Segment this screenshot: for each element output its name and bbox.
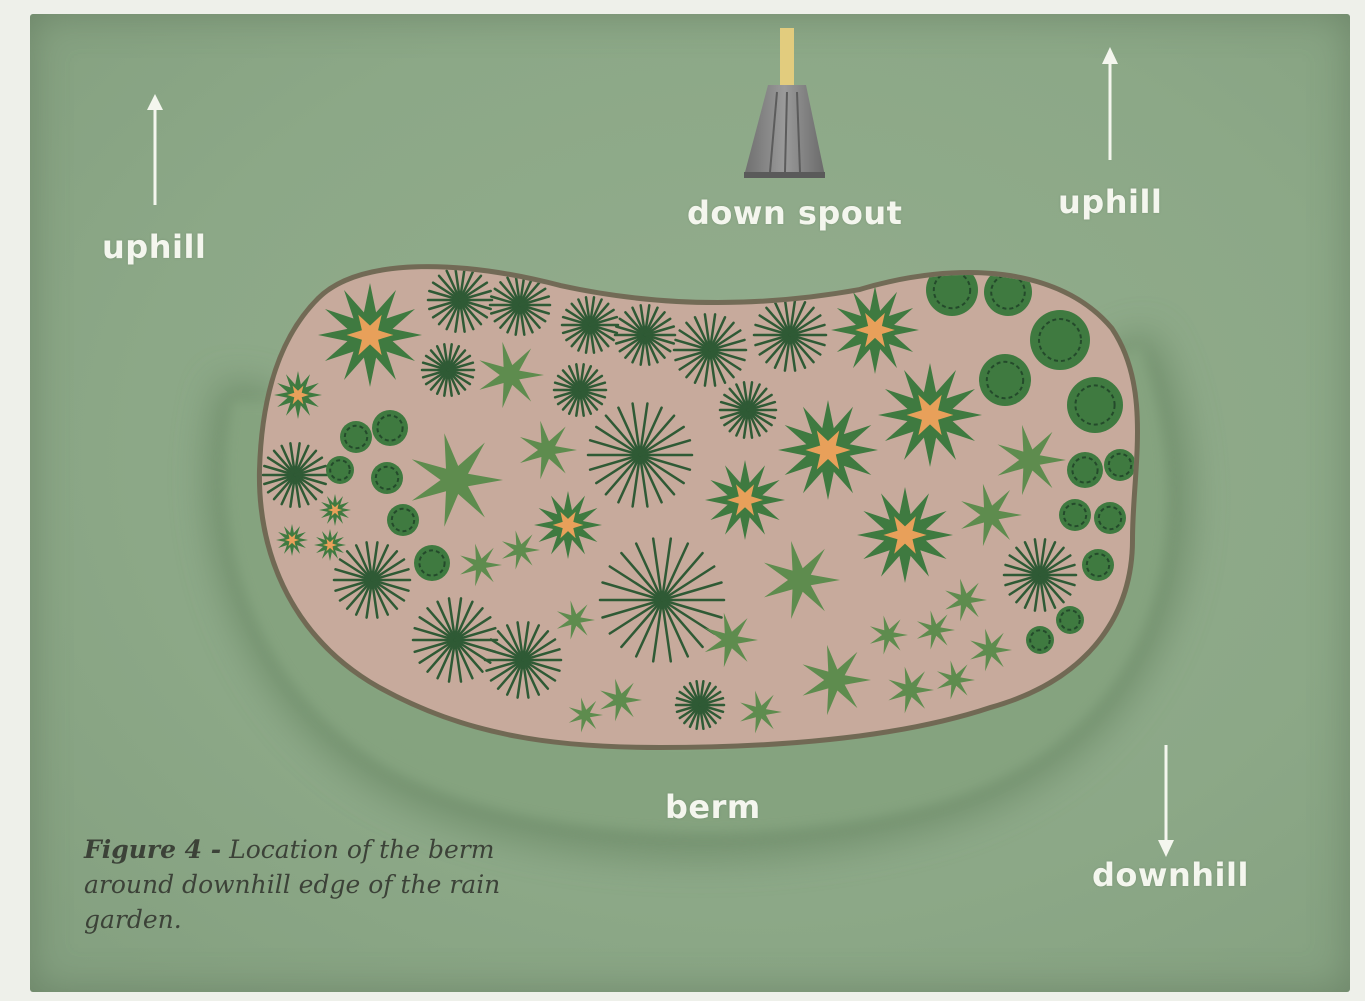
figure-caption: Figure 4 - Location of the berm around d… xyxy=(84,832,514,937)
down-spout-label: down spout xyxy=(687,194,902,232)
uphill-label-left: uphill xyxy=(102,228,206,266)
shrub-plant xyxy=(1056,606,1084,634)
shrub-plant xyxy=(979,354,1031,406)
shrub-plant xyxy=(1030,310,1090,370)
downhill-arrow-icon xyxy=(1158,745,1174,857)
shrub-plant xyxy=(1026,626,1054,654)
shrub-plant xyxy=(1067,452,1103,488)
shrub-plant xyxy=(1059,499,1091,531)
shrub-plant xyxy=(1067,377,1123,433)
uphill-arrow-right-icon xyxy=(1102,47,1118,160)
shrub-plant xyxy=(1094,502,1126,534)
shrub-plant xyxy=(387,504,419,536)
down-spout-icon xyxy=(744,28,825,178)
uphill-arrow-left-icon xyxy=(147,94,163,205)
berm-label: berm xyxy=(665,788,761,826)
uphill-label-right: uphill xyxy=(1058,183,1162,221)
figure-number: Figure 4 - xyxy=(84,835,221,864)
shrub-plant xyxy=(1082,549,1114,581)
downhill-label: downhill xyxy=(1092,856,1249,894)
shrub-plant xyxy=(326,456,354,484)
shrub-plant xyxy=(372,410,408,446)
shrub-plant xyxy=(371,462,403,494)
shrub-plant xyxy=(340,421,372,453)
shrub-plant xyxy=(1104,449,1136,481)
shrub-plant xyxy=(414,545,450,581)
